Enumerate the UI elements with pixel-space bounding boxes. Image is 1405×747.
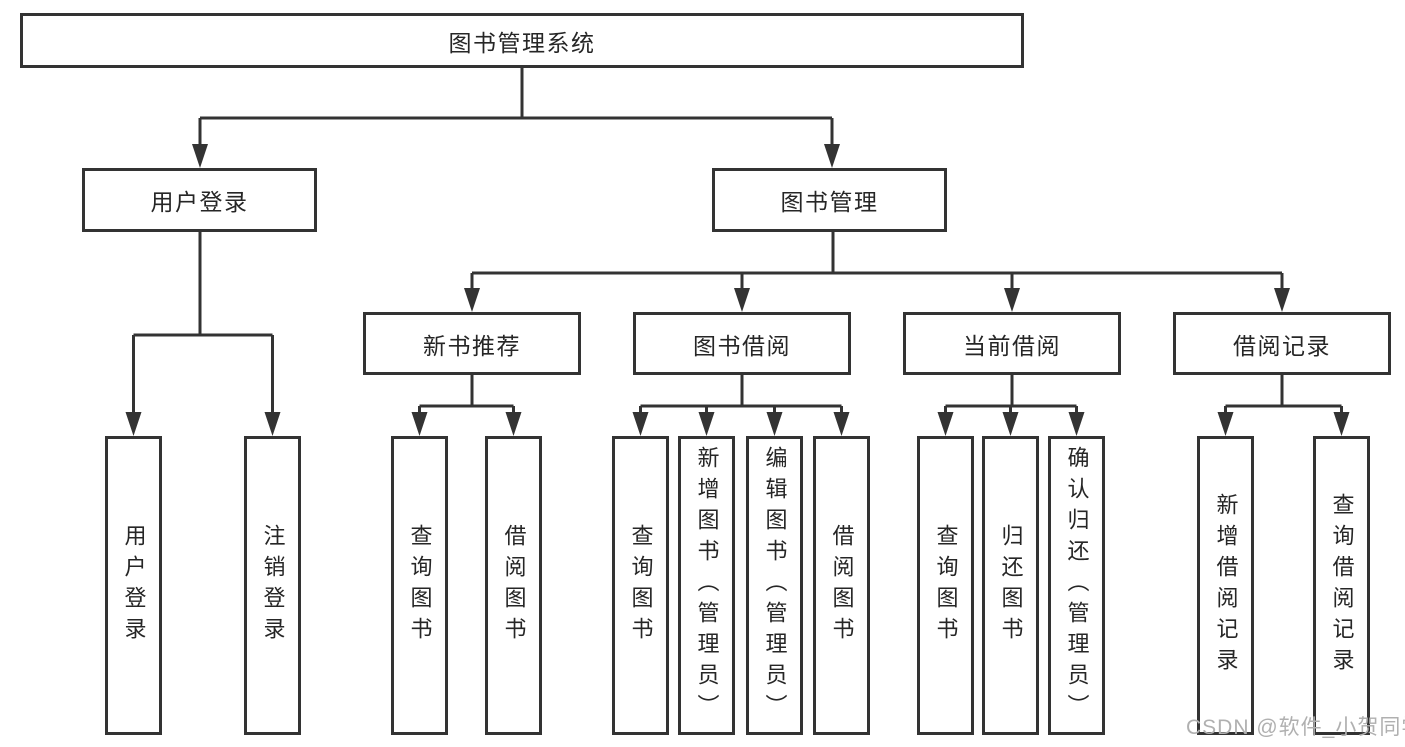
node-current-return-books: 归还图书 bbox=[982, 436, 1039, 735]
node-label: 借阅图书 bbox=[501, 523, 527, 648]
node-label: 新增图书（管理员） bbox=[694, 446, 720, 725]
node-label: 编辑图书（管理员） bbox=[762, 446, 788, 725]
node-new-book-recommendation: 新书推荐 bbox=[363, 312, 581, 375]
node-records-add-borrow-record: 新增借阅记录 bbox=[1197, 436, 1254, 735]
node-label: 新书推荐 bbox=[423, 332, 521, 359]
node-records-query-borrow-record: 查询借阅记录 bbox=[1313, 436, 1370, 735]
node-borrow-borrow-books: 借阅图书 bbox=[813, 436, 870, 735]
node-borrowing-records: 借阅记录 bbox=[1173, 312, 1391, 375]
node-label: 图书管理系统 bbox=[448, 29, 596, 56]
node-book-borrowing: 图书借阅 bbox=[633, 312, 851, 375]
node-borrow-query-books: 查询图书 bbox=[612, 436, 669, 735]
node-recommend-borrow-books: 借阅图书 bbox=[485, 436, 542, 735]
node-logout-action: 注销登录 bbox=[244, 436, 301, 735]
node-label: 查询图书 bbox=[933, 523, 959, 648]
node-label: 用户登录 bbox=[150, 189, 249, 215]
arrowheads bbox=[125, 144, 1350, 436]
node-user-login-action: 用户登录 bbox=[105, 436, 162, 735]
node-borrow-add-books-admin: 新增图书（管理员） bbox=[678, 436, 735, 735]
node-label: 图书管理 bbox=[780, 189, 879, 215]
node-current-borrowing: 当前借阅 bbox=[903, 312, 1121, 375]
node-current-confirm-return-admin: 确认归还（管理员） bbox=[1048, 436, 1105, 735]
node-book-management: 图书管理 bbox=[712, 168, 947, 232]
node-label: 新增借阅记录 bbox=[1213, 492, 1239, 679]
node-label: 图书借阅 bbox=[693, 332, 791, 359]
node-label: 借阅图书 bbox=[829, 523, 855, 648]
node-current-query-books: 查询图书 bbox=[917, 436, 974, 735]
node-library-management-system: 图书管理系统 bbox=[20, 13, 1024, 68]
node-recommend-query-books: 查询图书 bbox=[391, 436, 448, 735]
node-label: 确认归还（管理员） bbox=[1064, 446, 1090, 725]
node-label: 注销登录 bbox=[260, 523, 286, 648]
node-label: 用户登录 bbox=[121, 523, 147, 648]
node-label: 查询图书 bbox=[628, 523, 654, 648]
node-label: 查询借阅记录 bbox=[1329, 492, 1355, 679]
node-label: 当前借阅 bbox=[963, 332, 1061, 359]
node-label: 查询图书 bbox=[407, 523, 433, 648]
node-user-login: 用户登录 bbox=[82, 168, 317, 232]
node-label: 借阅记录 bbox=[1233, 332, 1331, 359]
node-label: 归还图书 bbox=[998, 523, 1024, 648]
node-borrow-edit-books-admin: 编辑图书（管理员） bbox=[746, 436, 803, 735]
csdn-watermark: CSDN @软件_小贺同学 bbox=[1186, 716, 1405, 739]
